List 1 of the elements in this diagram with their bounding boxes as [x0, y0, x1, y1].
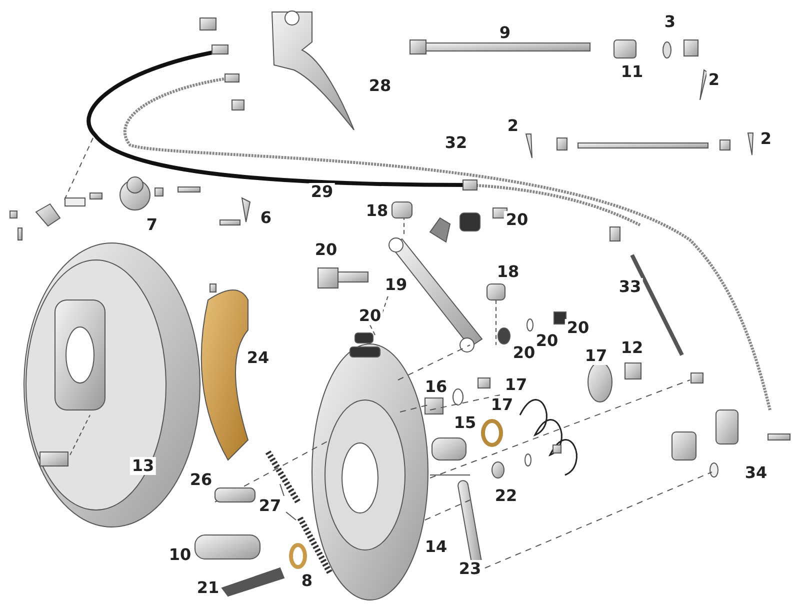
callout-number: 13: [130, 457, 156, 475]
